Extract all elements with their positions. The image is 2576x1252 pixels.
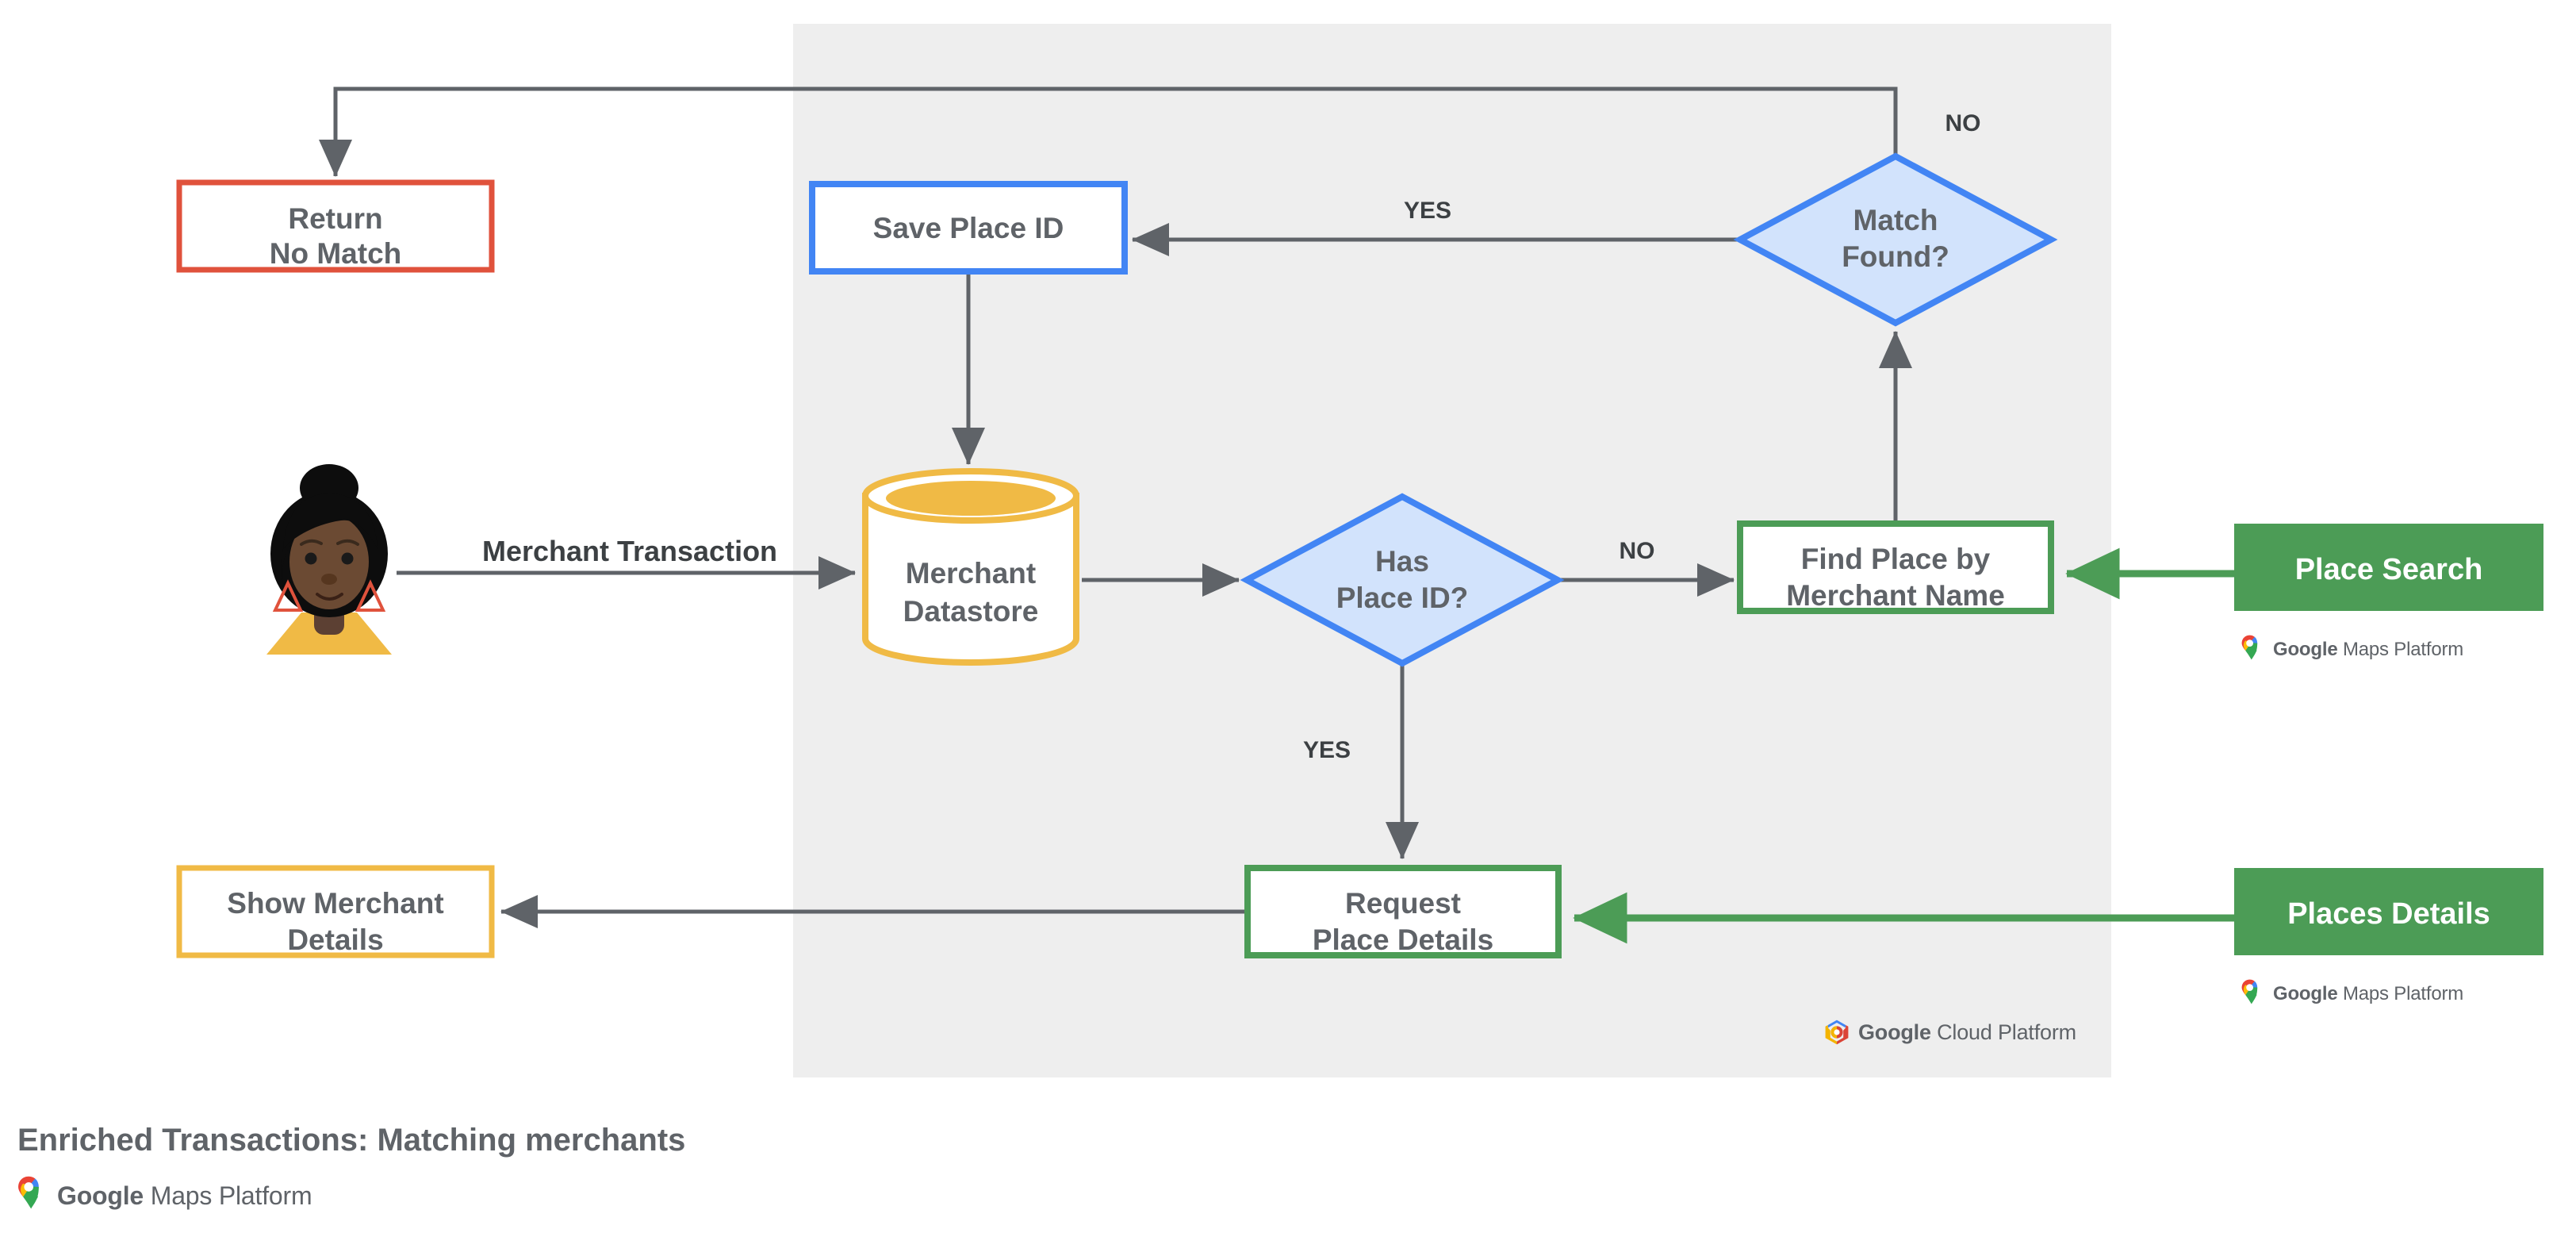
return-no-match-label-1: Return	[288, 202, 382, 235]
save-place-id-label: Save Place ID	[873, 212, 1064, 244]
request-place-details-label-2: Place Details	[1313, 924, 1493, 956]
return-no-match-box[interactable]: Return No Match	[176, 179, 495, 273]
google-maps-platform-lockup: Google Maps Platform	[2241, 979, 2463, 1009]
google-cloud-platform-text: Google Cloud Platform	[1858, 1020, 2076, 1044]
merchant-datastore-label-1: Merchant	[906, 557, 1036, 590]
return-no-match-label-2: No Match	[270, 237, 402, 270]
match-found-label-2: Found?	[1842, 240, 1949, 273]
show-merchant-details-label-1: Show Merchant	[227, 887, 443, 920]
has-place-id-label-1: Has	[1375, 545, 1429, 578]
google-cloud-hexagon-icon	[1825, 1020, 1849, 1045]
request-place-details-label-1: Request	[1345, 887, 1461, 920]
merchant-datastore-label-2: Datastore	[903, 595, 1039, 628]
google-cloud-platform-lockup: Google Cloud Platform	[1823, 1018, 2076, 1047]
google-maps-platform-text: Google Maps Platform	[2273, 983, 2464, 1004]
save-place-id-box[interactable]: Save Place ID	[809, 181, 1128, 275]
google-maps-platform-text: Google Maps Platform	[2273, 639, 2464, 660]
request-place-details-box[interactable]: Request Place Details	[1244, 865, 1562, 958]
google-maps-platform-lockup: Google Maps Platform	[17, 1176, 312, 1216]
places-details-api-box[interactable]: Places Details	[2234, 868, 2543, 955]
merchant-datastore-cylinder[interactable]: Merchant Datastore	[862, 468, 1079, 666]
flow-label-merchant-transaction: Merchant Transaction	[482, 535, 777, 567]
google-maps-platform-text: Google Maps Platform	[57, 1181, 312, 1210]
match-found-decision[interactable]: Match Found?	[1733, 152, 2058, 327]
match-found-label-1: Match	[1853, 204, 1938, 236]
find-place-by-merchant-name-box[interactable]: Find Place by Merchant Name	[1737, 520, 2054, 614]
google-maps-platform-lockup: Google Maps Platform	[2241, 635, 2463, 665]
find-place-label-1: Find Place by	[1801, 543, 1991, 575]
has-place-id-label-2: Place ID?	[1336, 582, 1469, 614]
has-place-id-decision[interactable]: Has Place ID?	[1240, 493, 1565, 667]
show-merchant-details-label-2: Details	[287, 924, 383, 956]
google-maps-pin-icon	[2241, 979, 2258, 1004]
find-place-label-2: Merchant Name	[1786, 579, 2005, 612]
edge-label-yes-has-place-id: YES	[1303, 737, 1351, 763]
page-title: Enriched Transactions: Matching merchant…	[17, 1123, 686, 1158]
places-details-label: Places Details	[2287, 897, 2490, 931]
google-maps-pin-icon	[18, 1176, 39, 1209]
show-merchant-details-box[interactable]: Show Merchant Details	[176, 865, 495, 958]
place-search-label: Place Search	[2295, 553, 2483, 586]
edge-label-no-match-found: NO	[1945, 110, 1981, 136]
edge-label-yes-match-found: YES	[1404, 198, 1451, 224]
place-search-api-box[interactable]: Place Search	[2234, 524, 2543, 611]
google-maps-pin-icon	[2241, 635, 2258, 660]
connector-no-match-found	[318, 86, 1898, 178]
edge-label-no-has-place-id: NO	[1620, 538, 1655, 564]
customer-avatar	[266, 464, 392, 655]
